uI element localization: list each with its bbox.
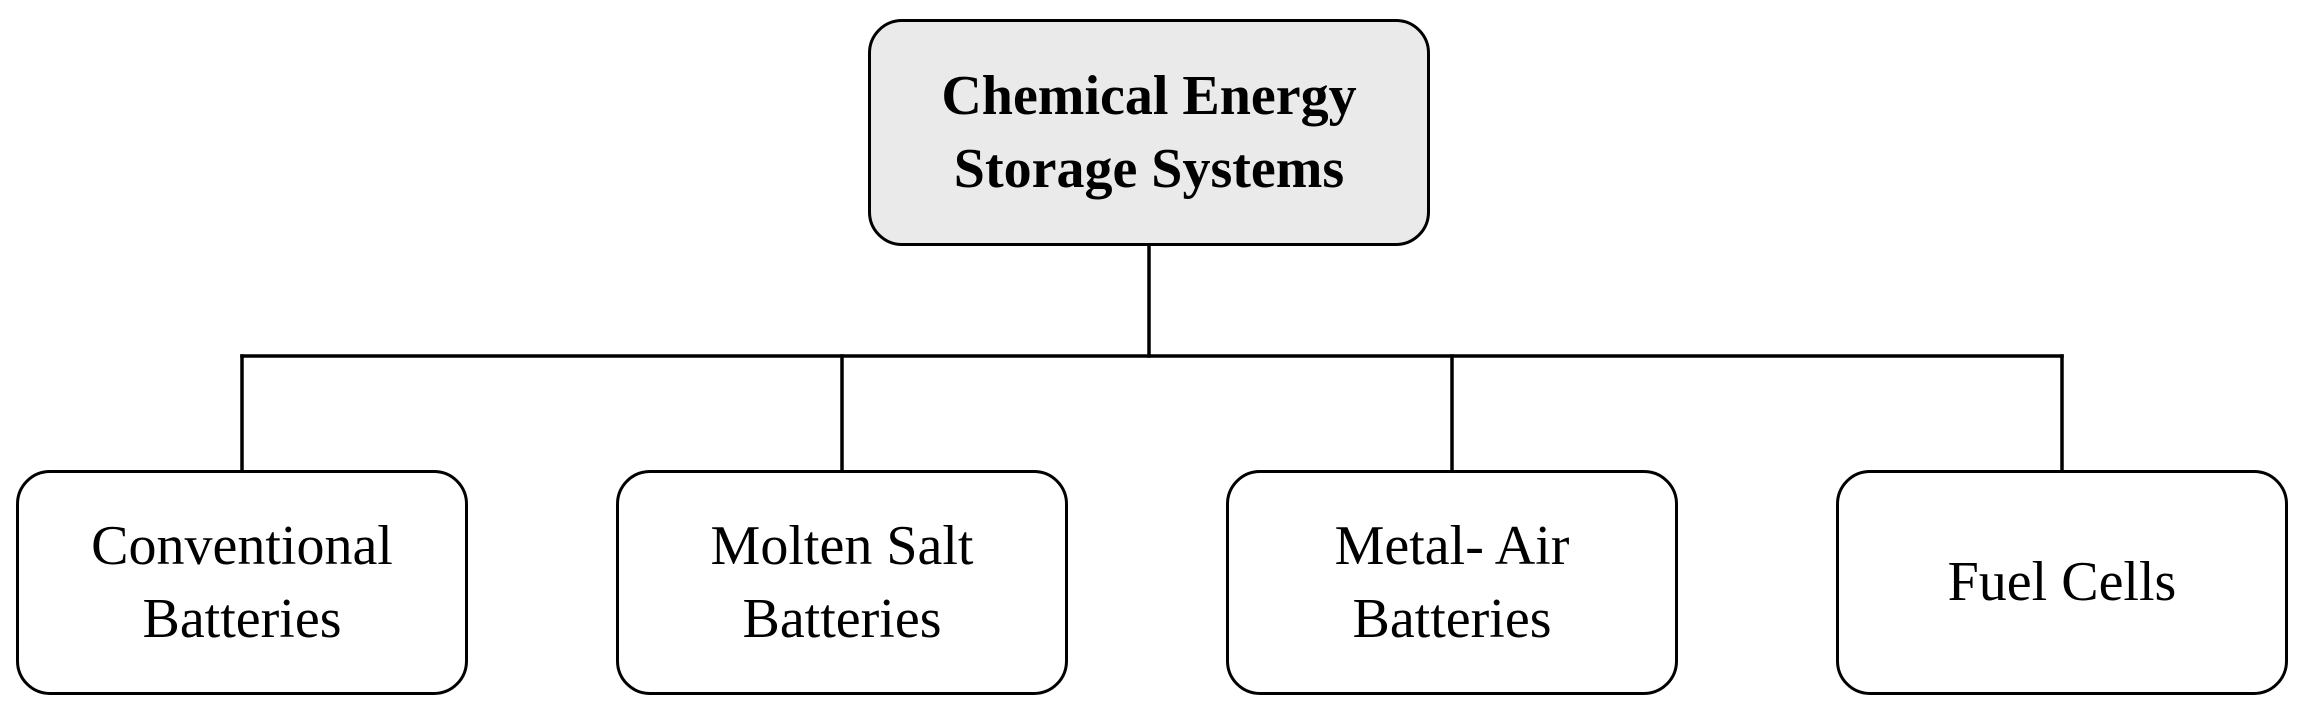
child-node-molten-salt-batteries: Molten Salt Batteries (616, 470, 1068, 695)
root-node-chemical-energy-storage-systems: Chemical Energy Storage Systems (868, 19, 1430, 246)
child-node-metal-air-batteries: Metal- Air Batteries (1226, 470, 1678, 695)
child-node-conventional-batteries: Conventional Batteries (16, 470, 468, 695)
child-node-fuel-cells: Fuel Cells (1836, 470, 2288, 695)
child-node-label-line-1: Metal- Air (1334, 514, 1570, 577)
root-node-label-line-2: Storage Systems (953, 137, 1345, 200)
child-node-label-line-2: Batteries (1352, 587, 1552, 650)
child-node-label-line-1: Fuel Cells (1947, 551, 2177, 613)
child-node-label-line-2: Batteries (742, 587, 942, 650)
child-node-label-line-1: Conventional (91, 514, 393, 577)
root-node-label-line-1: Chemical Energy (941, 64, 1357, 127)
child-node-label-line-1: Molten Salt (710, 514, 974, 577)
child-node-label-line-2: Batteries (142, 587, 342, 650)
